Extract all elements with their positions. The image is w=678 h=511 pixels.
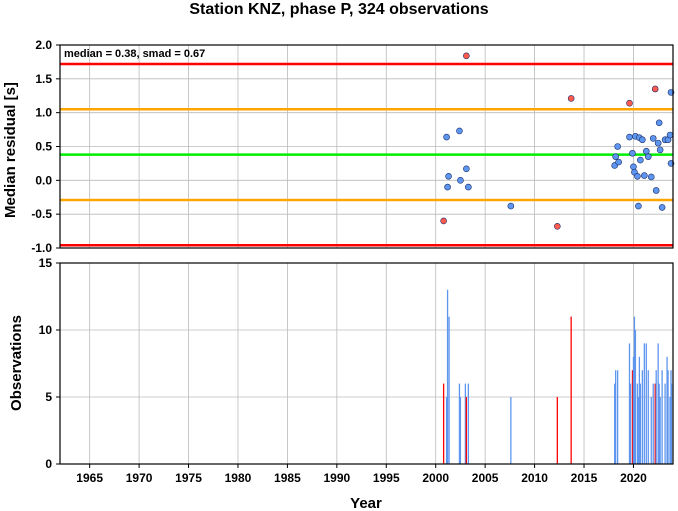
chart-title: Station KNZ, phase P, 324 observations (189, 1, 488, 18)
x-tick-label: 2020 (620, 471, 647, 485)
residual-reference-lines (60, 62, 673, 247)
residual-grid (60, 44, 673, 249)
observations-bars (442, 289, 673, 464)
residual-point (507, 202, 515, 210)
residual-point (647, 173, 655, 181)
residual-point (641, 172, 648, 179)
residual-point (614, 143, 621, 150)
x-tick-label: 1975 (175, 471, 202, 485)
residual-y-ticks: -1.0 -0.5 0.0 0.5 1.0 1.5 2.0 (31, 38, 60, 255)
residual-point (652, 187, 660, 194)
observations-panel: 0 5 10 15 1965 1970 1975 1980 1985 1990 1995 2000 2… (8, 256, 674, 511)
outlier-point (626, 99, 633, 107)
residual-point (649, 135, 657, 142)
x-tick-label: 2015 (571, 471, 598, 485)
residual-point (612, 153, 619, 160)
residual-points (440, 52, 675, 230)
residual-point (637, 156, 644, 164)
residual-point (644, 153, 652, 160)
residual-point (666, 131, 674, 139)
y-tick-label: 10 (39, 323, 53, 337)
residual-point (465, 183, 472, 191)
observations-y-ticks: 0 5 10 15 (39, 256, 60, 471)
x-tick-label: 2005 (472, 471, 499, 485)
x-tick-label: 2010 (521, 471, 548, 485)
residual-point (457, 177, 464, 184)
x-tick-label: 1965 (76, 471, 103, 485)
y-tick-label: 0.0 (35, 173, 52, 187)
residual-point (643, 147, 650, 155)
residual-point (634, 172, 641, 180)
residual-point (444, 183, 451, 191)
y-tick-label: 1.5 (35, 72, 52, 86)
x-tick-label: 2000 (422, 471, 449, 485)
residual-point (655, 119, 663, 127)
year-x-axis-label: Year (350, 495, 382, 511)
observations-grid (60, 262, 673, 465)
residual-point (456, 127, 463, 135)
residual-point (463, 165, 470, 173)
y-tick-label: -0.5 (31, 207, 52, 221)
x-tick-label: 1985 (274, 471, 301, 485)
observations-y-axis-label: Observations (8, 315, 25, 411)
residual-point (639, 136, 646, 144)
y-tick-label: 0.5 (35, 140, 52, 154)
residual-point (658, 204, 666, 211)
outlier-point (463, 52, 470, 60)
residual-point (445, 172, 452, 180)
x-tick-label: 1990 (323, 471, 350, 485)
x-tick-label: 1980 (225, 471, 252, 485)
residual-point (635, 202, 642, 210)
residual-y-axis-label: Median residual [s] (2, 82, 19, 218)
y-tick-label: 5 (45, 390, 52, 404)
x-tick-label: 1995 (373, 471, 400, 485)
year-x-ticks: 1965 1970 1975 1980 1985 1990 1995 2000 2005 2010… (76, 464, 647, 485)
residual-point (443, 133, 450, 141)
residual-point (656, 146, 664, 154)
outlier-point (567, 95, 575, 102)
y-tick-label: 0 (45, 457, 52, 471)
x-tick-label: 1970 (126, 471, 153, 485)
outlier-point (651, 85, 659, 93)
y-tick-label: -1.0 (31, 241, 52, 255)
residual-point (615, 158, 622, 166)
y-tick-label: 1.0 (35, 106, 52, 120)
y-tick-label: 15 (39, 256, 53, 270)
residual-point (654, 139, 662, 147)
outlier-point (554, 223, 561, 230)
median-smad-annotation: median = 0.38, smad = 0.67 (64, 48, 205, 60)
residual-point (629, 149, 636, 157)
residual-point (626, 133, 633, 141)
residual-panel: -1.0 -0.5 0.0 0.5 1.0 1.5 2.0 median = 0.38, s… (2, 38, 675, 255)
residual-point (630, 163, 637, 171)
y-tick-label: 2.0 (35, 38, 52, 52)
observations-plot-frame (59, 262, 674, 465)
outlier-point (440, 217, 447, 225)
